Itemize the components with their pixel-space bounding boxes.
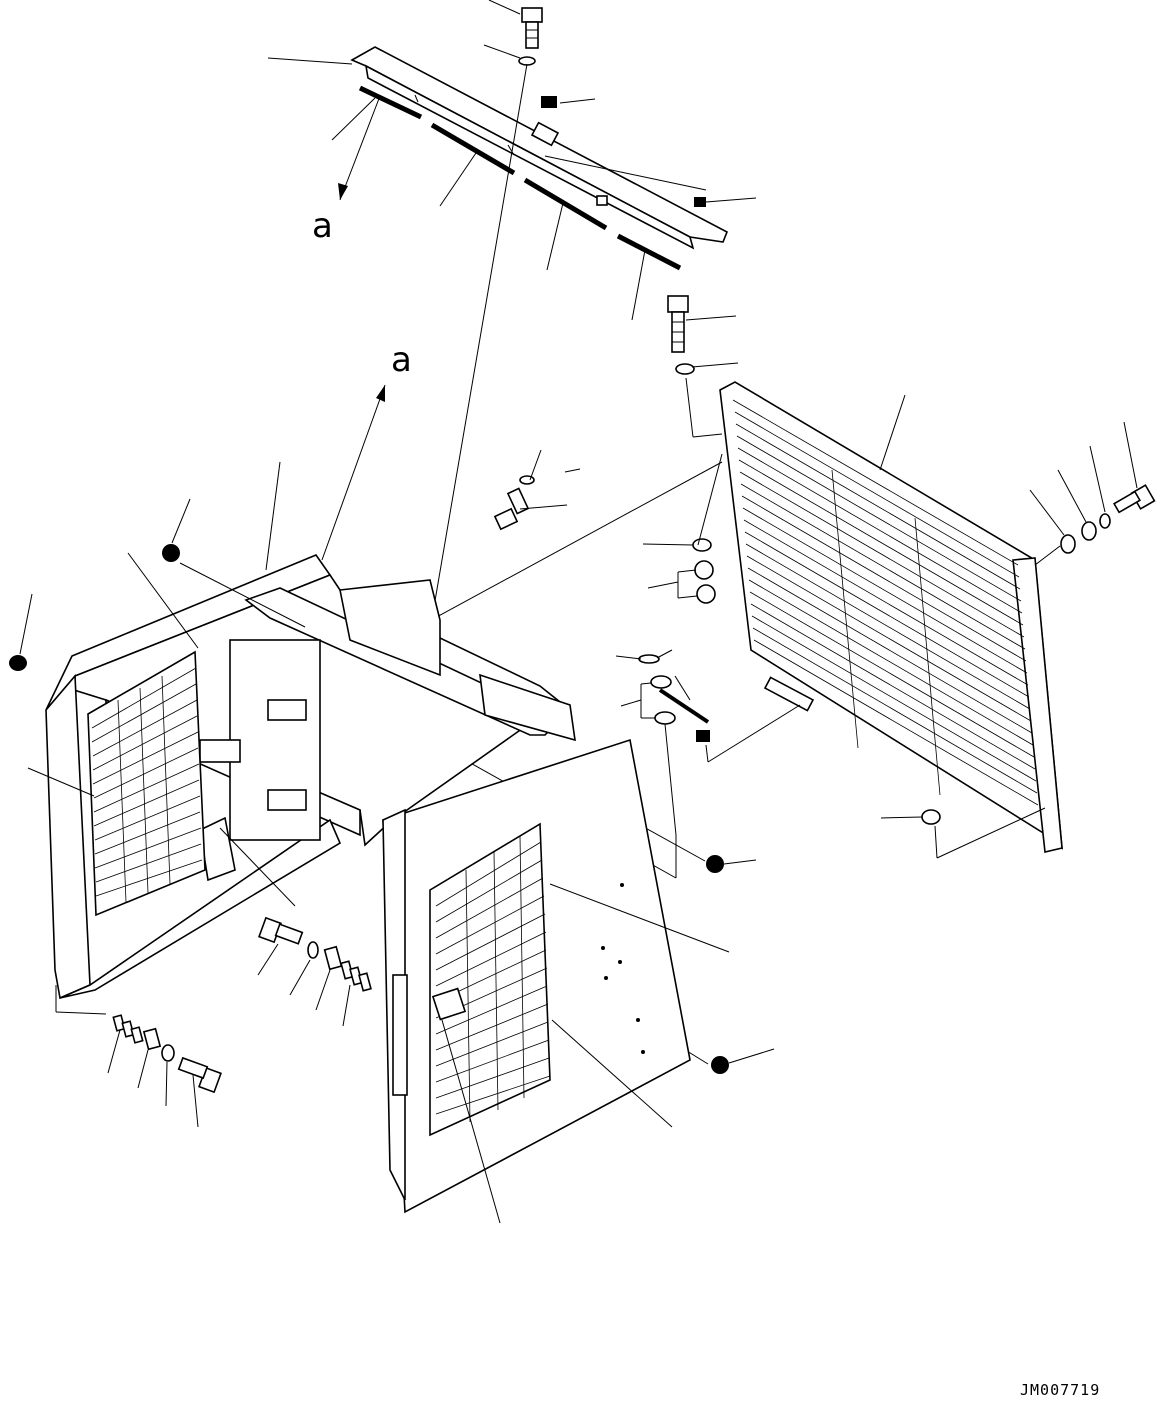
grill-washer-top (675, 363, 695, 375)
shim-set-left (112, 1014, 162, 1051)
washer-rod-a (650, 675, 672, 689)
view-arrow-a-top (338, 95, 381, 201)
right-side-cover (382, 738, 691, 1214)
grill-washer-right (1099, 513, 1111, 529)
view-label-a-top: a (312, 206, 333, 246)
nut-mid-a (694, 560, 714, 580)
side-grill-panel (719, 381, 1063, 853)
rubber-grommet-left (162, 544, 180, 562)
rubber-grommet-right-a (706, 855, 724, 873)
washer-bottom-mid (307, 941, 319, 959)
top-nut (541, 96, 557, 108)
grill-nut-right (1060, 534, 1076, 554)
nut-mid-b (696, 584, 716, 604)
leader-lines-left (19, 461, 730, 1224)
shim-mid-a (323, 945, 343, 971)
grill-bolt-right (1113, 484, 1156, 514)
top-bolt (521, 7, 543, 49)
leader-lines-top (267, 0, 757, 631)
drawing-number: JM007719 (1020, 1381, 1101, 1399)
washer-rod-b (654, 711, 676, 725)
hinge-rod (658, 688, 710, 724)
bolt-bottom-mid (258, 916, 304, 945)
spring-plug (694, 197, 706, 207)
frame-left-grill (87, 650, 206, 917)
seal-strips (358, 85, 682, 271)
grill-lockwasher-right (1081, 521, 1097, 541)
view-arrow-a-mid (321, 384, 386, 561)
main-frame (45, 554, 576, 1000)
top-cover-panel (350, 46, 729, 250)
washer-bottom-left (161, 1044, 175, 1062)
washer-frame-top (519, 475, 535, 485)
shim-set-mid (340, 960, 372, 992)
rod-nut (696, 730, 710, 742)
plug-cap (921, 809, 941, 825)
rubber-grommet-far-left (9, 655, 27, 671)
bolt-bottom-left (177, 1056, 222, 1094)
rubber-grommet-right-b (711, 1056, 729, 1074)
pin-clip (638, 649, 673, 664)
washer-mid (692, 538, 712, 552)
top-washer (518, 56, 536, 66)
bolt-frame-top (493, 487, 530, 531)
grill-bolt-top (667, 295, 689, 353)
view-label-a-mid: a (391, 340, 412, 380)
